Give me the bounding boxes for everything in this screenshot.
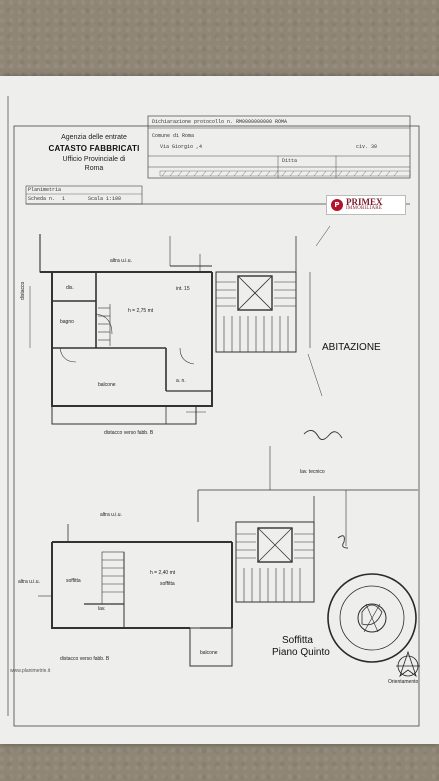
bagno-label: bagno: [60, 319, 74, 325]
upper-height: h = 2,75 mt: [128, 308, 154, 314]
sheet-border: [13, 125, 420, 727]
header-box: [147, 115, 411, 179]
brand-subtitle: IMMOBILIARE: [346, 206, 383, 211]
official-stamp: [327, 573, 417, 663]
ufficio-label: Ufficio Provinciale di: [62, 156, 126, 163]
upper-plan: [29, 225, 331, 425]
agency-name: Agenzia delle entrate: [61, 134, 127, 141]
lower-distacco: distacco verso fabb. B: [60, 656, 110, 662]
lower-soffitta-left: soffitta: [66, 578, 81, 584]
upper-balcone: balcone: [98, 382, 116, 388]
floor-plan-sheet: Agenzia delle entrate CATASTO FABBRICATI…: [0, 76, 439, 744]
upper-distacco: distacco verso fabb. B: [104, 430, 154, 436]
watermark-label: www.planimetrie.it: [10, 668, 51, 674]
lower-height: h = 2,40 mt: [150, 570, 176, 576]
orientamento-label: Orientamento: [388, 679, 419, 685]
floor-plan-drawing: [7, 96, 420, 727]
upper-side-distacco: distacco: [20, 281, 26, 300]
an-label: a. n.: [176, 378, 186, 384]
civ-label: civ. 30: [356, 144, 378, 150]
primex-logo: P PRIMEX IMMOBILIARE: [326, 195, 406, 215]
primex-mark-icon: P: [331, 199, 343, 211]
interno-label: int. 15: [176, 286, 190, 292]
lav-tecnico-label: lav. tecnico: [300, 469, 325, 475]
soffitta-title: Soffitta: [282, 635, 313, 646]
catasto-title: CATASTO FABBRICATI: [48, 144, 140, 153]
lower-altra-uiu-top: altra u.i.u.: [100, 512, 122, 518]
upper-altra-uiu: altra u.i.u.: [110, 258, 132, 264]
ditta-label: Ditta: [282, 158, 298, 164]
lav-label: lav.: [98, 606, 106, 612]
abitazione-label: ABITAZIONE: [322, 342, 381, 353]
comune-line: Comune di Roma: [152, 133, 195, 139]
via-line: Via Giorgio ,4: [160, 144, 203, 150]
lower-plan: [38, 446, 418, 667]
lower-balcone: balcone: [200, 650, 218, 656]
lower-altra-uiu-left: altra u.i.u.: [18, 579, 40, 585]
piano-label: Piano Quinto: [272, 647, 330, 658]
dichiarazione-line: Dichiarazione protocollo n. RM0000000000…: [152, 119, 288, 125]
lower-soffitta-center: soffitta: [160, 581, 175, 587]
dis-label: dis.: [66, 285, 74, 291]
city-label: Roma: [84, 165, 104, 172]
compass-icon: [396, 650, 420, 678]
scheda-value: 1: [62, 196, 66, 202]
brand-name: PRIMEX: [346, 197, 383, 207]
scala-label: Scala 1:100: [88, 196, 122, 202]
handwritten-marks: [186, 406, 349, 549]
planimetria-label: Planimetria: [28, 187, 62, 193]
scheda-label: Scheda n.: [28, 196, 56, 202]
header-hatch-strip: [159, 170, 411, 177]
